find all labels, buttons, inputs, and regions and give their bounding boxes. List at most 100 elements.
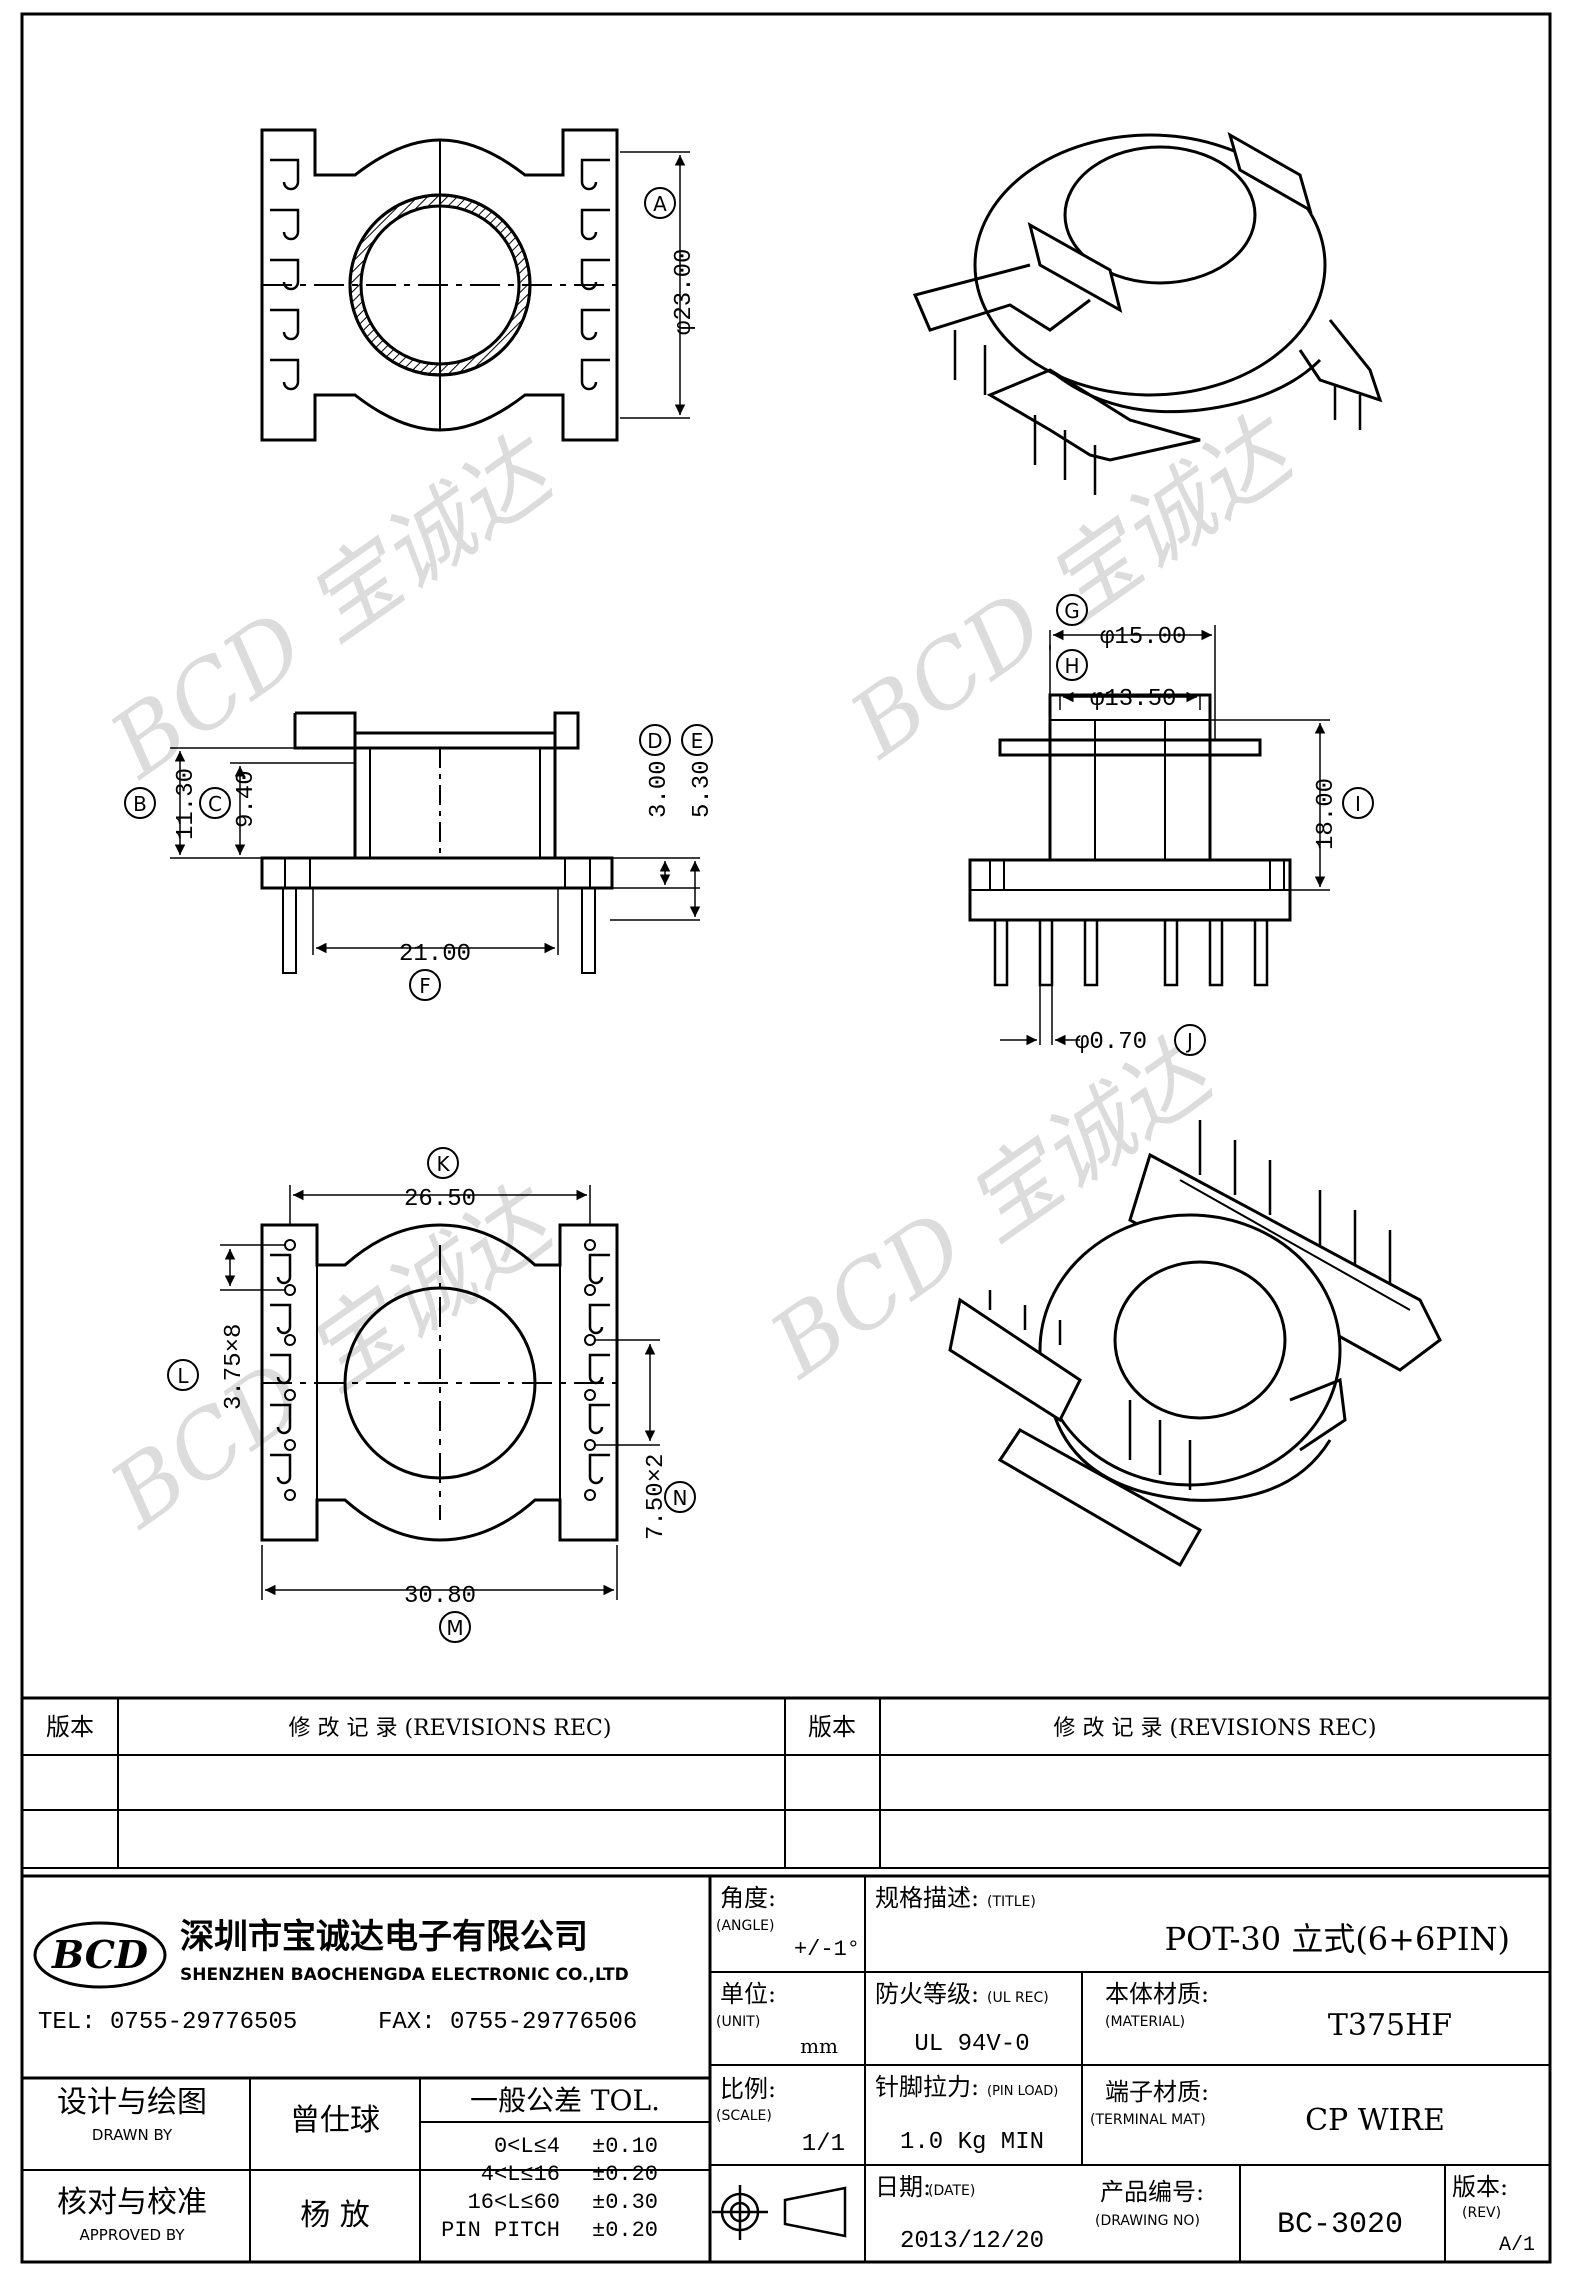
terminal-value: CP WIRE [1305, 2103, 1445, 2138]
svg-text:BCD 宝诚达: BCD 宝诚达 [91, 1165, 577, 1549]
ul-sub: (UL REC) [987, 1990, 1049, 2006]
terminal-label: 端子材质: [1105, 2078, 1209, 2106]
tol-range-0: 0<L≤4 [494, 2134, 560, 2159]
tol-value-0: ±0.10 [592, 2134, 658, 2159]
date-value: 2013/12/20 [900, 2228, 1044, 2255]
pin-sub: (PIN LOAD) [987, 2084, 1058, 2099]
pin-label: 针脚拉力: [875, 2073, 979, 2101]
dim-c: 9.40 [233, 770, 260, 828]
sheet-border [20, 12, 1552, 2264]
svg-text:G: G [1064, 599, 1080, 623]
dim-f: 21.00 [399, 941, 471, 968]
tol-value-1: ±0.20 [592, 2162, 658, 2187]
svg-text:BCD 宝诚达: BCD 宝诚达 [91, 415, 577, 799]
callout-e: E [681, 724, 713, 756]
bottom-view [220, 1185, 660, 1600]
svg-text:E: E [691, 729, 704, 753]
dim-k: 26.50 [404, 1186, 476, 1213]
date-label: 日期: [875, 2173, 931, 2201]
material-label: 本体材质: [1105, 1980, 1209, 2008]
drawing-sub: (DRAWING NO) [1095, 2213, 1200, 2229]
tol-label: 一般公差 TOL. [470, 2084, 660, 2117]
dim-m: 30.80 [404, 1583, 476, 1610]
svg-text:I: I [1355, 792, 1361, 816]
rev-rec-header-right: 修 改 记 录 (REVISIONS REC) [1054, 1716, 1377, 1741]
rev-ver-header-left: 版本 [46, 1713, 94, 1741]
callout-b: B [124, 787, 156, 819]
title-value: POT-30 立式(6+6PIN) [1165, 1920, 1510, 1958]
svg-text:J: J [1185, 1029, 1193, 1053]
svg-text:K: K [436, 1152, 450, 1176]
approver-label: 核对与校准 [57, 2185, 207, 2220]
callout-n: N [664, 1481, 696, 1513]
unit-value: mm [800, 2034, 838, 2058]
dim-b: 11.30 [173, 768, 200, 840]
company-name-cn: 深圳市宝诚达电子有限公司 [180, 1917, 588, 1957]
side-view [968, 625, 1330, 1046]
drawing-value: BC-3020 [1277, 2208, 1403, 2242]
ul-label: 防火等级: [875, 1980, 979, 2008]
material-value: T375HF [1328, 2008, 1452, 2043]
callout-l: L [167, 1359, 199, 1391]
projection-symbol-icon [712, 2185, 847, 2240]
designer-value: 曾仕球 [290, 2103, 380, 2138]
svg-text:C: C [208, 792, 222, 816]
svg-text:H: H [1064, 654, 1079, 678]
dim-g: φ15.00 [1100, 624, 1186, 651]
ul-value: UL 94V-0 [914, 2031, 1029, 2058]
callout-f: F [409, 969, 441, 1001]
callout-g: G [1056, 594, 1088, 626]
front-view [170, 711, 701, 974]
pin-value: 1.0 Kg MIN [900, 2129, 1044, 2156]
terminal-sub: (TERMINAL MAT) [1090, 2112, 1206, 2128]
svg-text:M: M [446, 1616, 463, 1640]
callout-c: C [199, 787, 231, 819]
top-view [260, 128, 690, 442]
unit-sub: (UNIT) [716, 2014, 760, 2030]
svg-text:F: F [419, 974, 431, 998]
iso-view-top [912, 131, 1383, 495]
dim-d: 3.00 [646, 760, 673, 818]
dim-e: 5.30 [689, 760, 716, 818]
dim-i: 18.00 [1313, 778, 1340, 850]
designer-sub: DRAWN BY [92, 2126, 173, 2144]
rev-value: A/1 [1499, 2234, 1535, 2257]
scale-label: 比例: [720, 2075, 776, 2103]
approver-sub: APPROVED BY [79, 2226, 185, 2244]
scale-sub: (SCALE) [716, 2108, 772, 2124]
company-logo: BCD [33, 1921, 167, 1989]
date-sub: (DATE) [928, 2183, 975, 2199]
callout-i: I [1342, 787, 1374, 819]
rev-ver-header-right: 版本 [808, 1713, 856, 1741]
dim-h: φ13.50 [1090, 686, 1176, 713]
tol-value-3: ±0.20 [592, 2218, 658, 2243]
company-fax: FAX: 0755-29776506 [378, 2009, 637, 2036]
dim-j: φ0.70 [1075, 1029, 1147, 1056]
callout-d: D [639, 724, 671, 756]
tol-range-3: PIN PITCH [441, 2218, 560, 2243]
svg-text:BCD: BCD [51, 1932, 148, 1977]
title-block-grid [22, 1876, 1550, 2262]
designer-label: 设计与绘图 [57, 2085, 207, 2120]
angle-value: +/-1° [794, 1937, 860, 1962]
rev-sub: (REV) [1462, 2205, 1501, 2221]
company-phone: TEL: 0755-29776505 [38, 2009, 297, 2036]
callout-h: H [1056, 649, 1088, 681]
dim-l: 3.75×8 [221, 1324, 248, 1410]
svg-text:D: D [647, 729, 662, 753]
drawing-label: 产品编号: [1100, 2178, 1204, 2206]
dim-a: φ23.00 [671, 249, 698, 335]
material-sub: (MATERIAL) [1105, 2014, 1185, 2030]
callout-a: A [644, 187, 676, 219]
approver-value: 杨 放 [300, 2198, 370, 2233]
revisions-table [22, 1696, 1550, 1878]
unit-label: 单位: [720, 1980, 776, 2008]
svg-text:BCD 宝诚达: BCD 宝诚达 [831, 395, 1317, 779]
callout-m: M [439, 1611, 471, 1643]
callout-k: K [427, 1147, 459, 1179]
title-sub: (TITLE) [987, 1894, 1036, 1910]
rev-rec-header-left: 修 改 记 录 (REVISIONS REC) [289, 1716, 612, 1741]
rev-label: 版本: [1452, 2173, 1508, 2201]
callout-j: J [1174, 1024, 1206, 1056]
